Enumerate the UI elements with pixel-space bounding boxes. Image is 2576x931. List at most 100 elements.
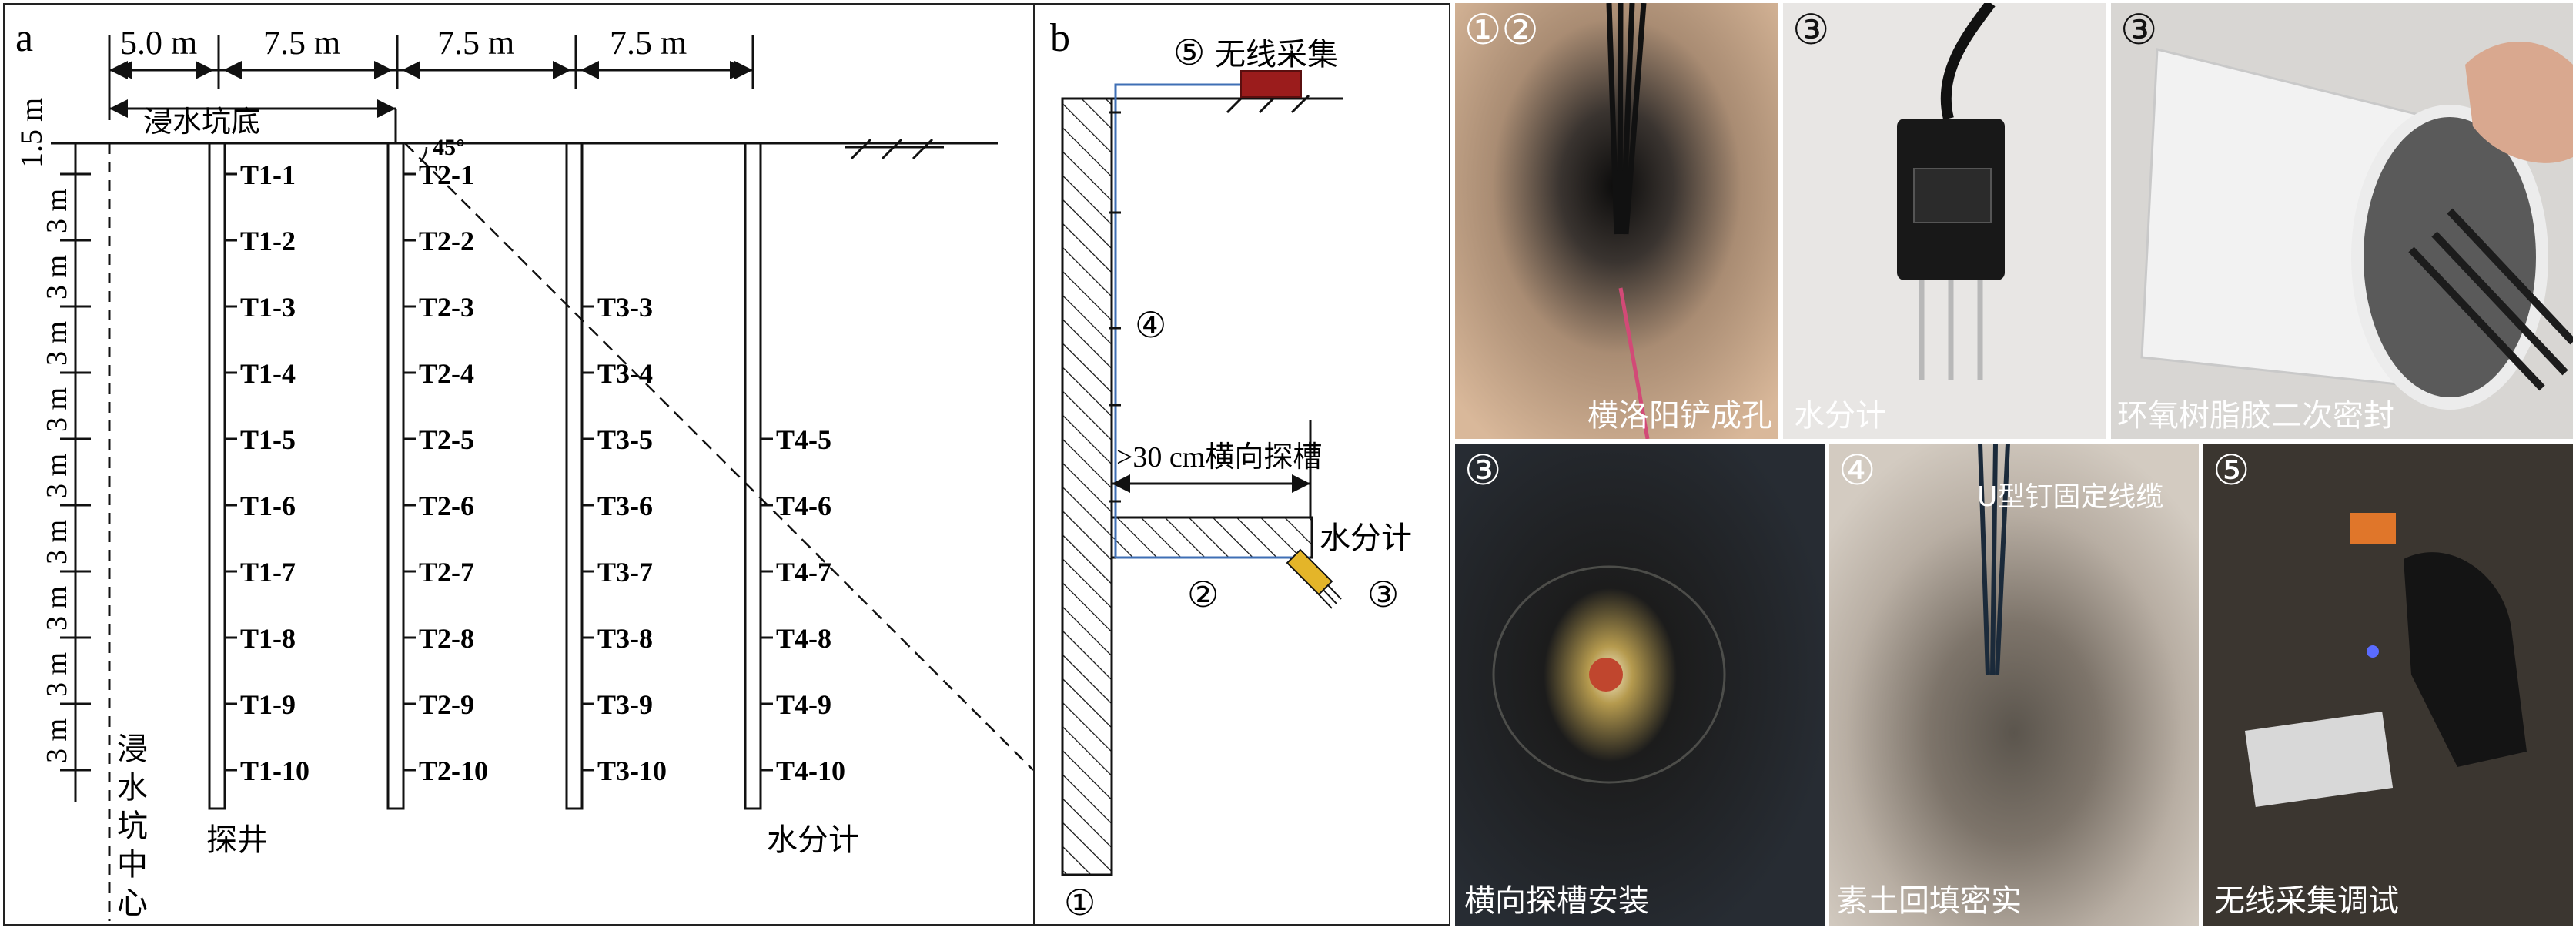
depth-interval-label: 3 m	[41, 387, 73, 432]
photo-caption: 横洛阳铲成孔	[1587, 398, 1772, 434]
groove-num: ②	[1187, 575, 1219, 615]
sensor-image	[1783, 3, 2106, 439]
photo-note: U型钉固定线缆	[1977, 481, 2164, 513]
sensor-label: T2-8	[419, 623, 474, 654]
angle-arc	[420, 146, 428, 162]
depth-interval-label: 3 m	[41, 520, 73, 564]
wireless-image	[2203, 444, 2573, 926]
pit-bottom-label: 浸水坑底	[143, 106, 260, 139]
spacing-label-4: 7.5 m	[610, 24, 687, 62]
sensor-label: T1-6	[240, 491, 296, 521]
center-label-char-4: 中	[117, 847, 148, 882]
groove-image	[1455, 444, 1825, 926]
depth-interval-label: 3 m	[41, 718, 73, 763]
panel-b: b ⑤ 无线采集 ④ >30 cm横向探槽	[1035, 3, 1450, 926]
sensor-label: T4-9	[776, 689, 831, 720]
meter-num: ③	[1367, 575, 1399, 615]
depth-interval-label: 3 m	[41, 189, 73, 233]
well-num: ①	[1064, 883, 1096, 923]
sensor-label: T2-2	[419, 226, 474, 256]
well-column	[1061, 97, 1113, 876]
meter-label-b: 水分计	[1320, 521, 1412, 555]
depth-interval-label: 3 m	[41, 586, 73, 631]
center-label-char-1: 浸	[117, 732, 148, 766]
top-dimension-line	[108, 35, 754, 120]
center-label-char-2: 水	[117, 770, 148, 805]
sensor-label: T4-7	[776, 557, 831, 588]
sensor-label: T2-9	[419, 689, 474, 720]
diffusion-45-line	[404, 142, 1034, 771]
photo-tag: ④	[1838, 446, 1876, 494]
meter-label: 水分计	[767, 822, 859, 857]
sensor-label: T4-6	[776, 491, 831, 521]
sensor-label: T3-10	[597, 755, 667, 786]
sensor-label: T4-10	[776, 755, 845, 786]
spacing-label-1: 5.0 m	[120, 24, 197, 62]
panel-b-letter: b	[1050, 16, 1070, 60]
sensor-label: T4-5	[776, 424, 831, 455]
photo-wireless: ⑤ 无线采集调试	[2203, 444, 2573, 926]
sensor-label: T2-3	[419, 292, 474, 323]
moisture-meter-b	[1286, 548, 1342, 609]
u-nails	[1109, 111, 1121, 503]
sensor-label: T1-4	[240, 358, 296, 389]
sensor-label: T2-7	[419, 557, 474, 588]
sensor-label: T3-8	[597, 623, 653, 654]
photo-groove: ③ 横向探槽安装	[1455, 444, 1825, 926]
sensor-label: T3-7	[597, 557, 653, 588]
depth-interval-label: 3 m	[41, 321, 73, 366]
sensor-label: T4-8	[776, 623, 831, 654]
depth-interval-label: 3 m	[41, 652, 73, 697]
backfill-image	[1829, 444, 2199, 926]
wireless-num: ⑤	[1173, 33, 1205, 72]
sensor-label: T1-1	[240, 159, 296, 190]
sensor-cable	[1114, 83, 1243, 558]
ground-hatch-b	[1226, 94, 1310, 114]
depth-interval-label: 3 m	[41, 454, 73, 498]
wireless-collector	[1240, 70, 1302, 98]
panel-a-letter: a	[15, 16, 33, 60]
depth-interval-label: 3 m	[41, 255, 73, 300]
horizontal-groove	[1110, 516, 1313, 559]
sensor-label: T1-10	[240, 755, 309, 786]
well-t1	[208, 142, 226, 810]
depth-top-label: 1.5 m	[14, 98, 49, 168]
photo-sensor: ③ 水分计	[1783, 3, 2106, 439]
photo-tag: ⑤	[2213, 446, 2250, 494]
well-t3	[565, 142, 584, 810]
spacing-label-2: 7.5 m	[263, 24, 340, 62]
photo-tag: ③	[1464, 446, 1502, 494]
well-t2	[386, 142, 405, 810]
well-label: 探井	[206, 822, 268, 857]
photo-panel: ①② 横洛阳铲成孔 ③ 水分计 ③ 环氧树脂胶二次密封	[1450, 3, 2573, 926]
installation-diagram: b ⑤ 无线采集 ④ >30 cm横向探槽	[1050, 16, 1412, 923]
sensor-label: T1-7	[240, 557, 296, 588]
sensor-label: T2-1	[419, 159, 474, 190]
photo-epoxy: ③ 环氧树脂胶二次密封	[2111, 3, 2573, 439]
sensor-label: T2-6	[419, 491, 474, 521]
sensor-label: T1-5	[240, 424, 296, 455]
photo-tag: ③	[2120, 5, 2158, 54]
sensor-label: T1-3	[240, 292, 296, 323]
center-label-char-3: 坑	[117, 809, 148, 843]
photo-tag: ①②	[1464, 5, 1539, 54]
photo-caption: 素土回填密实	[1837, 883, 2022, 919]
sensor-label: T2-10	[419, 755, 488, 786]
sensor-label: T1-9	[240, 689, 296, 720]
well-t4	[744, 142, 762, 810]
spacing-label-3: 7.5 m	[437, 24, 514, 62]
photo-caption: 无线采集调试	[2214, 883, 2399, 919]
groove-label: >30 cm横向探槽	[1116, 441, 1322, 474]
photo-caption: 环氧树脂胶二次密封	[2117, 398, 2394, 434]
photo-tag: ③	[1792, 5, 1830, 54]
center-label: 浸 水 坑 中 心	[117, 732, 148, 920]
photo-caption: 横向探槽安装	[1464, 883, 1649, 919]
sensor-label: T3-9	[597, 689, 653, 720]
sensor-label: T1-2	[240, 226, 296, 256]
sensor-label: T3-6	[597, 491, 653, 521]
photo-backfill: ④ U型钉固定线缆 素土回填密实	[1829, 444, 2199, 926]
sensor-label: T2-4	[419, 358, 474, 389]
photo-caption: 水分计	[1794, 398, 1886, 434]
sensor-label: T2-5	[419, 424, 474, 455]
epoxy-image	[2111, 3, 2573, 439]
